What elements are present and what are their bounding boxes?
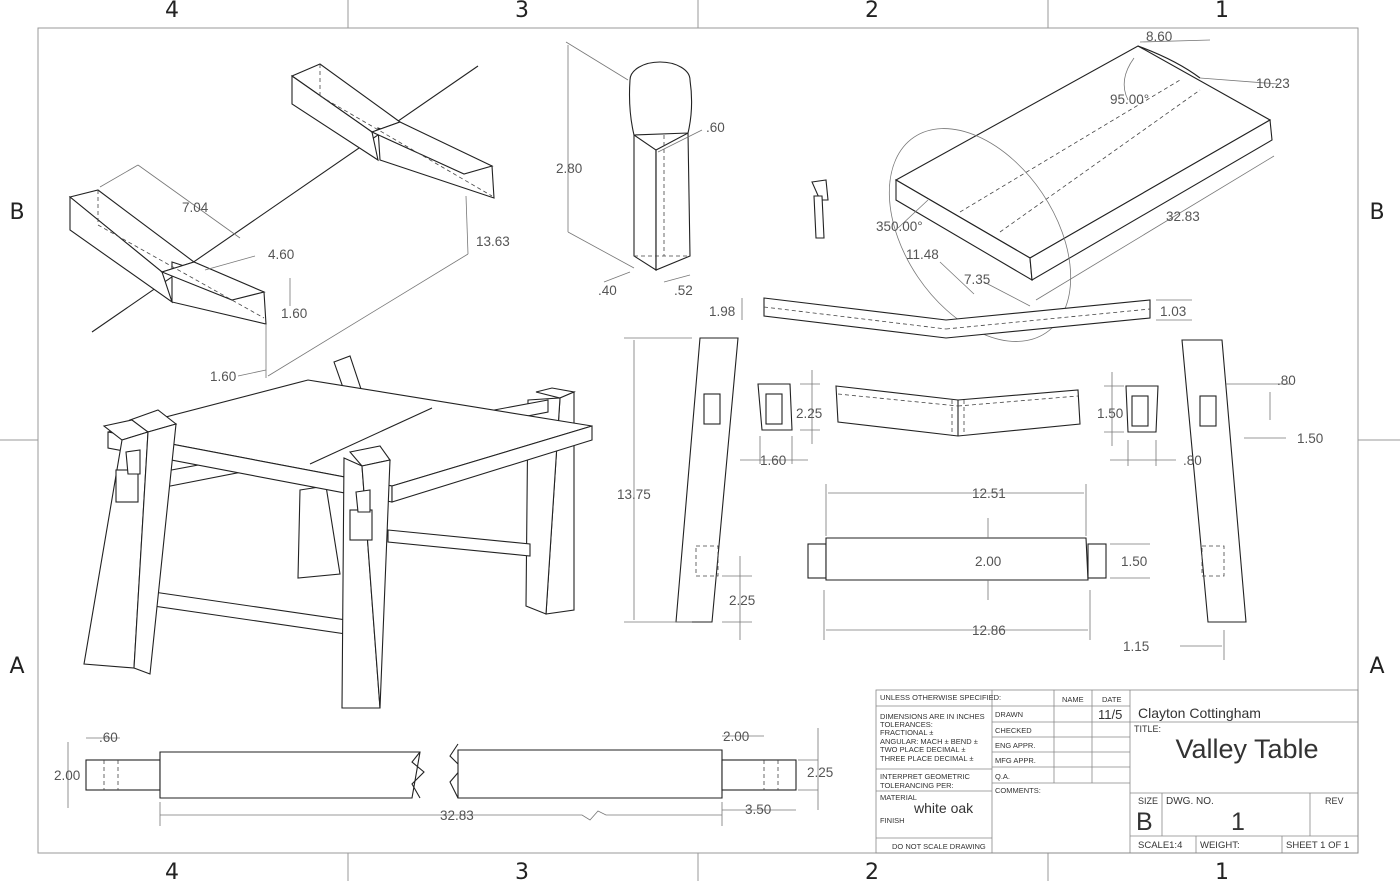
tb-material-label: MATERIAL bbox=[880, 793, 917, 802]
tb-tol-line-1: TOLERANCES: bbox=[880, 720, 933, 729]
dim-long-1: .60 bbox=[99, 730, 118, 745]
dim-top-5: 11.48 bbox=[906, 247, 939, 262]
tb-title: Valley Table bbox=[1175, 734, 1318, 764]
dim-iso-2: 4.60 bbox=[268, 247, 294, 262]
dim-long-4: 2.25 bbox=[807, 765, 833, 780]
dim-rail-2: 1.03 bbox=[1160, 304, 1186, 319]
tb-interpret-0: INTERPRET GEOMETRIC bbox=[880, 772, 970, 781]
dim-tenon-4: .52 bbox=[674, 283, 693, 298]
dim-iso-5: 1.60 bbox=[210, 369, 236, 384]
dim-top-3: 95.00° bbox=[1110, 92, 1149, 107]
dim-leg-r-1: .80 bbox=[1277, 373, 1296, 388]
tb-company: Clayton Cottingham bbox=[1138, 705, 1261, 721]
tb-tol-line-4: TWO PLACE DECIMAL ± bbox=[880, 745, 966, 754]
mortise-blocks: 2.25 1.60 1.50 .80 bbox=[740, 370, 1202, 468]
dim-leg-r-2: 1.50 bbox=[1297, 431, 1323, 446]
dim-rail-1: 1.98 bbox=[709, 304, 735, 319]
zone-col-3-top: 3 bbox=[515, 0, 529, 23]
zone-col-2-top: 2 bbox=[865, 0, 879, 23]
tb-unless-specified: UNLESS OTHERWISE SPECIFIED: bbox=[880, 693, 1001, 702]
zone-row-b-left: B bbox=[9, 200, 24, 225]
zone-row-b-right: B bbox=[1369, 200, 1384, 225]
dim-top-1: 8.60 bbox=[1146, 29, 1172, 44]
dim-block-2: 1.60 bbox=[760, 453, 786, 468]
table-assembly-iso-view bbox=[83, 355, 593, 709]
dim-crossbar-1: 12.51 bbox=[972, 486, 1006, 501]
tb-size: B bbox=[1136, 808, 1153, 836]
tb-weight: WEIGHT: bbox=[1200, 840, 1240, 851]
tb-tol-line-0: DIMENSIONS ARE IN INCHES bbox=[880, 712, 985, 721]
tb-dwg-no: 1 bbox=[1231, 808, 1245, 836]
tb-title-label: TITLE: bbox=[1134, 724, 1161, 734]
dim-tenon-1: 2.80 bbox=[556, 161, 582, 176]
zone-col-4-bottom: 4 bbox=[165, 860, 179, 881]
tb-row-eng: ENG APPR. bbox=[995, 741, 1035, 750]
tb-tol-line-2: FRACTIONAL ± bbox=[880, 728, 933, 737]
bent-rail-view bbox=[835, 385, 1081, 437]
tb-drawn-date: 11/5 bbox=[1098, 707, 1122, 722]
dim-leg-1: 13.75 bbox=[617, 487, 651, 502]
tb-date-header: DATE bbox=[1102, 695, 1121, 704]
leg-left-view: 13.75 2.25 bbox=[617, 337, 755, 640]
title-block: UNLESS OTHERWISE SPECIFIED: DIMENSIONS A… bbox=[875, 689, 1359, 854]
tb-size-label: SIZE bbox=[1138, 796, 1158, 806]
tb-scale: SCALE1:4 bbox=[1138, 840, 1182, 851]
tabletop-view: 8.60 10.23 95.00° 350.00° 11.48 7.35 32.… bbox=[876, 29, 1290, 342]
zone-col-3-bottom: 3 bbox=[515, 860, 529, 881]
tb-tol-line-3: ANGULAR: MACH ± BEND ± bbox=[880, 737, 978, 746]
zone-row-a-right: A bbox=[1369, 654, 1384, 679]
dim-top-7: 32.83 bbox=[1166, 209, 1200, 224]
tb-material: white oak bbox=[913, 800, 974, 816]
dim-crossbar-3: 1.50 bbox=[1121, 554, 1147, 569]
dim-block-3: 1.50 bbox=[1097, 406, 1123, 421]
dim-iso-4: 13.63 bbox=[476, 234, 510, 249]
tb-finish-label: FINISH bbox=[880, 816, 905, 825]
dim-block-1: 2.25 bbox=[796, 406, 822, 421]
tb-name-header: NAME bbox=[1062, 695, 1084, 704]
zone-col-1-top: 1 bbox=[1215, 0, 1229, 23]
tb-row-mfg: MFG APPR. bbox=[995, 756, 1036, 765]
zone-col-1-bottom: 1 bbox=[1215, 860, 1229, 881]
dim-long-2: 2.00 bbox=[54, 768, 80, 783]
tb-tol-line-5: THREE PLACE DECIMAL ± bbox=[880, 754, 973, 763]
zone-col-4-top: 4 bbox=[165, 0, 179, 23]
dim-long-3: 2.00 bbox=[723, 729, 749, 744]
dim-crossbar-4: 12.86 bbox=[972, 623, 1006, 638]
dim-tenon-2: .60 bbox=[706, 120, 725, 135]
dim-leg-r-3: 1.15 bbox=[1123, 639, 1149, 654]
iso-stretcher-view: 7.04 4.60 1.60 13.63 1.60 bbox=[68, 63, 510, 384]
zone-row-a-left: A bbox=[9, 654, 24, 679]
tenon-view: 2.80 .60 .40 .52 bbox=[556, 41, 725, 298]
dim-crossbar-2: 2.00 bbox=[975, 554, 1001, 569]
dim-top-4: 350.00° bbox=[876, 219, 923, 234]
tb-interpret-1: TOLERANCING PER: bbox=[880, 781, 954, 790]
crossbar-view: 12.51 2.00 1.50 12.86 bbox=[807, 484, 1150, 640]
tb-row-checked: CHECKED bbox=[995, 726, 1032, 735]
dim-long-5: 32.83 bbox=[440, 808, 474, 823]
dim-iso-1: 7.04 bbox=[182, 200, 209, 215]
valley-rail-view: 1.98 1.03 bbox=[709, 297, 1192, 339]
dim-top-6: 7.35 bbox=[964, 272, 990, 287]
dim-tenon-3: .40 bbox=[598, 283, 617, 298]
tb-row-qa: Q.A. bbox=[995, 772, 1010, 781]
zone-col-2-bottom: 2 bbox=[865, 860, 879, 881]
tb-row-comments: COMMENTS: bbox=[995, 786, 1041, 795]
tb-dwg-no-label: DWG. NO. bbox=[1166, 796, 1214, 807]
dim-top-2: 10.23 bbox=[1256, 76, 1290, 91]
leg-right-view: .80 1.50 1.15 bbox=[1123, 339, 1323, 660]
dim-leg-2: 2.25 bbox=[729, 593, 755, 608]
long-stretcher-view: .60 2.00 2.00 2.25 32.83 3.50 bbox=[54, 728, 833, 826]
tb-do-not-scale: DO NOT SCALE DRAWING bbox=[892, 842, 986, 851]
dim-block-4: .80 bbox=[1183, 453, 1202, 468]
tb-sheet: SHEET 1 OF 1 bbox=[1286, 840, 1349, 851]
dim-iso-3: 1.60 bbox=[281, 306, 307, 321]
dim-long-6: 3.50 bbox=[745, 802, 771, 817]
tb-row-drawn: DRAWN bbox=[995, 710, 1023, 719]
tb-rev-label: REV bbox=[1325, 796, 1344, 806]
